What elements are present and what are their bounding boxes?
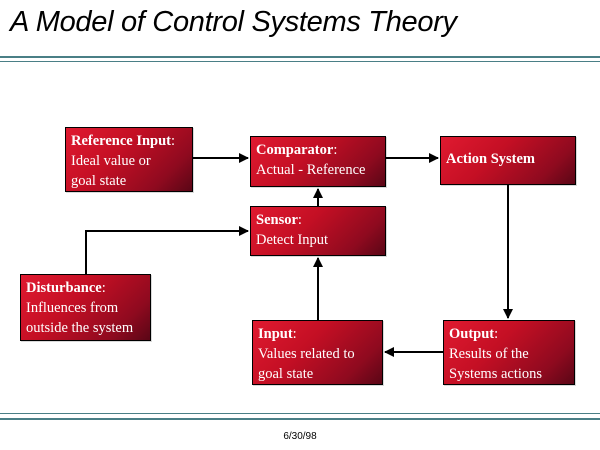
reference-input-heading: Reference Input <box>71 133 172 149</box>
action-system-box: Action System <box>440 136 576 185</box>
footer-date: 6/30/98 <box>283 431 317 442</box>
bottom-rule-thick <box>0 418 600 420</box>
disturbance-line2: outside the system <box>26 320 134 336</box>
action-system-heading: Action System <box>446 151 536 167</box>
reference-input-box: Reference Input: Ideal value or goal sta… <box>65 127 193 192</box>
input-heading: Input <box>258 326 293 342</box>
input-line1: Values related to <box>258 346 355 362</box>
disturbance-box: Disturbance: Influences from outside the… <box>20 274 151 341</box>
sensor-line1: Detect Input <box>256 232 329 248</box>
input-box: Input: Values related to goal state <box>252 320 383 385</box>
output-box: Output: Results of the Systems actions <box>443 320 575 385</box>
output-heading: Output <box>449 326 495 342</box>
output-line1: Results of the <box>449 346 529 362</box>
sensor-box: Sensor: Detect Input <box>250 206 386 256</box>
bottom-rule-thin <box>0 413 600 414</box>
input-line2: goal state <box>258 366 314 382</box>
disturbance-line1: Influences from <box>26 300 119 316</box>
comparator-heading: Comparator <box>256 142 334 158</box>
top-rule-thin <box>0 61 600 62</box>
top-rule-thick <box>0 56 600 58</box>
comparator-box: Comparator: Actual - Reference <box>250 136 386 187</box>
reference-input-line2: goal state <box>71 173 127 189</box>
sensor-heading: Sensor <box>256 212 298 228</box>
disturbance-heading: Disturbance <box>26 280 102 296</box>
slide-title: A Model of Control Systems Theory <box>10 6 457 38</box>
arrow-disturbance-to-sensor <box>85 226 249 274</box>
reference-input-line1: Ideal value or <box>71 153 151 169</box>
output-line2: Systems actions <box>449 366 543 382</box>
comparator-line1: Actual - Reference <box>256 162 366 178</box>
